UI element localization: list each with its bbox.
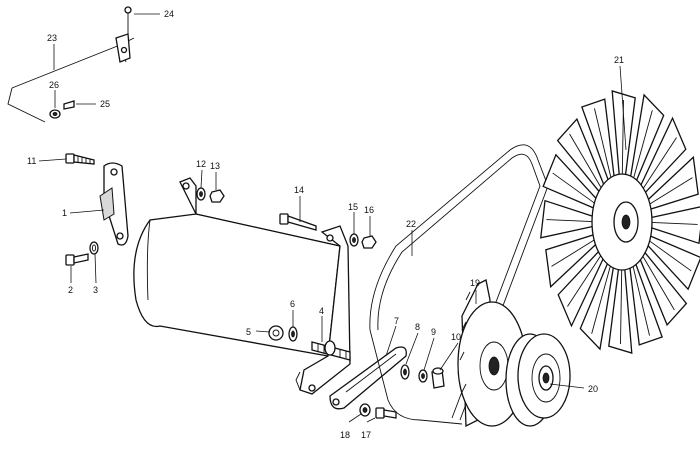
fan-blade-rib [642,137,677,189]
callout-10: 10 [451,332,461,342]
washer-6 [288,326,298,342]
fan-blade-rib [594,108,612,178]
callout-11: 11 [27,156,36,166]
callout-22: 22 [406,219,416,229]
fan-blade-rib [552,172,595,204]
crank-pulley-20 [505,333,571,427]
callout-21: 21 [614,55,624,65]
callout-8: 8 [415,322,420,332]
fan-blade-rib [633,110,653,178]
nut-26 [49,109,61,119]
cooling-fan-21 [539,90,700,354]
fan-blade-rib [632,266,650,336]
fan-belt-22 [369,144,549,425]
bolt-11 [65,153,95,165]
control-rod [7,6,135,123]
pivot-bolt-4 [311,340,351,361]
callout-14: 14 [294,185,304,195]
nut-13 [209,189,225,203]
callout-15: 15 [348,202,358,212]
fan-blade-rib [546,219,593,222]
callout-26: 26 [49,80,59,90]
callout-4: 4 [319,306,324,316]
nut-16 [361,235,377,249]
callout-3: 3 [93,285,98,295]
fan-blade-rib [649,240,692,272]
screw-25 [63,100,75,110]
fan-blade-rib [569,133,602,188]
callout-9: 9 [431,327,436,337]
bolt-14 [279,213,317,231]
fan-blade-rib [651,222,698,225]
leader-lines [38,13,627,423]
callout-labels: 1 2 3 4 5 6 7 8 9 10 11 12 13 14 15 16 1… [27,9,624,440]
fan-blade-rib [642,256,675,311]
callout-5: 5 [246,327,251,337]
nut-18 [359,403,371,417]
fan-blade-rib [649,177,693,205]
washer-8 [400,364,410,380]
washer-3 [89,241,99,255]
bolt-2 [65,253,89,266]
fan-hub-bore [621,214,631,230]
washer-15 [349,233,359,247]
generator-body [133,177,351,395]
fan-blade-rib [567,255,602,307]
bolt-17 [375,407,397,419]
callout-1: 1 [62,208,67,218]
callout-16: 16 [364,205,374,215]
callout-20: 20 [588,384,598,394]
adjusting-link-7 [329,346,407,410]
callout-2: 2 [68,285,73,295]
fan-blade-rib [591,266,611,334]
fan-blade-rib [551,239,595,267]
callout-24: 24 [164,9,174,19]
spacer-10 [431,367,445,389]
callout-12: 12 [196,159,206,169]
callout-13: 13 [210,161,220,171]
bracket-1 [99,162,129,246]
fan-blade-rib [620,269,623,344]
washer-9 [418,369,428,383]
callout-18: 18 [340,430,350,440]
callout-23: 23 [47,33,57,43]
callout-17: 17 [361,430,371,440]
nut-5 [268,325,284,341]
callout-7: 7 [394,316,399,326]
callout-6: 6 [290,299,295,309]
callout-25: 25 [100,99,110,109]
washer-12 [196,187,206,201]
callout-19: 19 [470,278,480,288]
